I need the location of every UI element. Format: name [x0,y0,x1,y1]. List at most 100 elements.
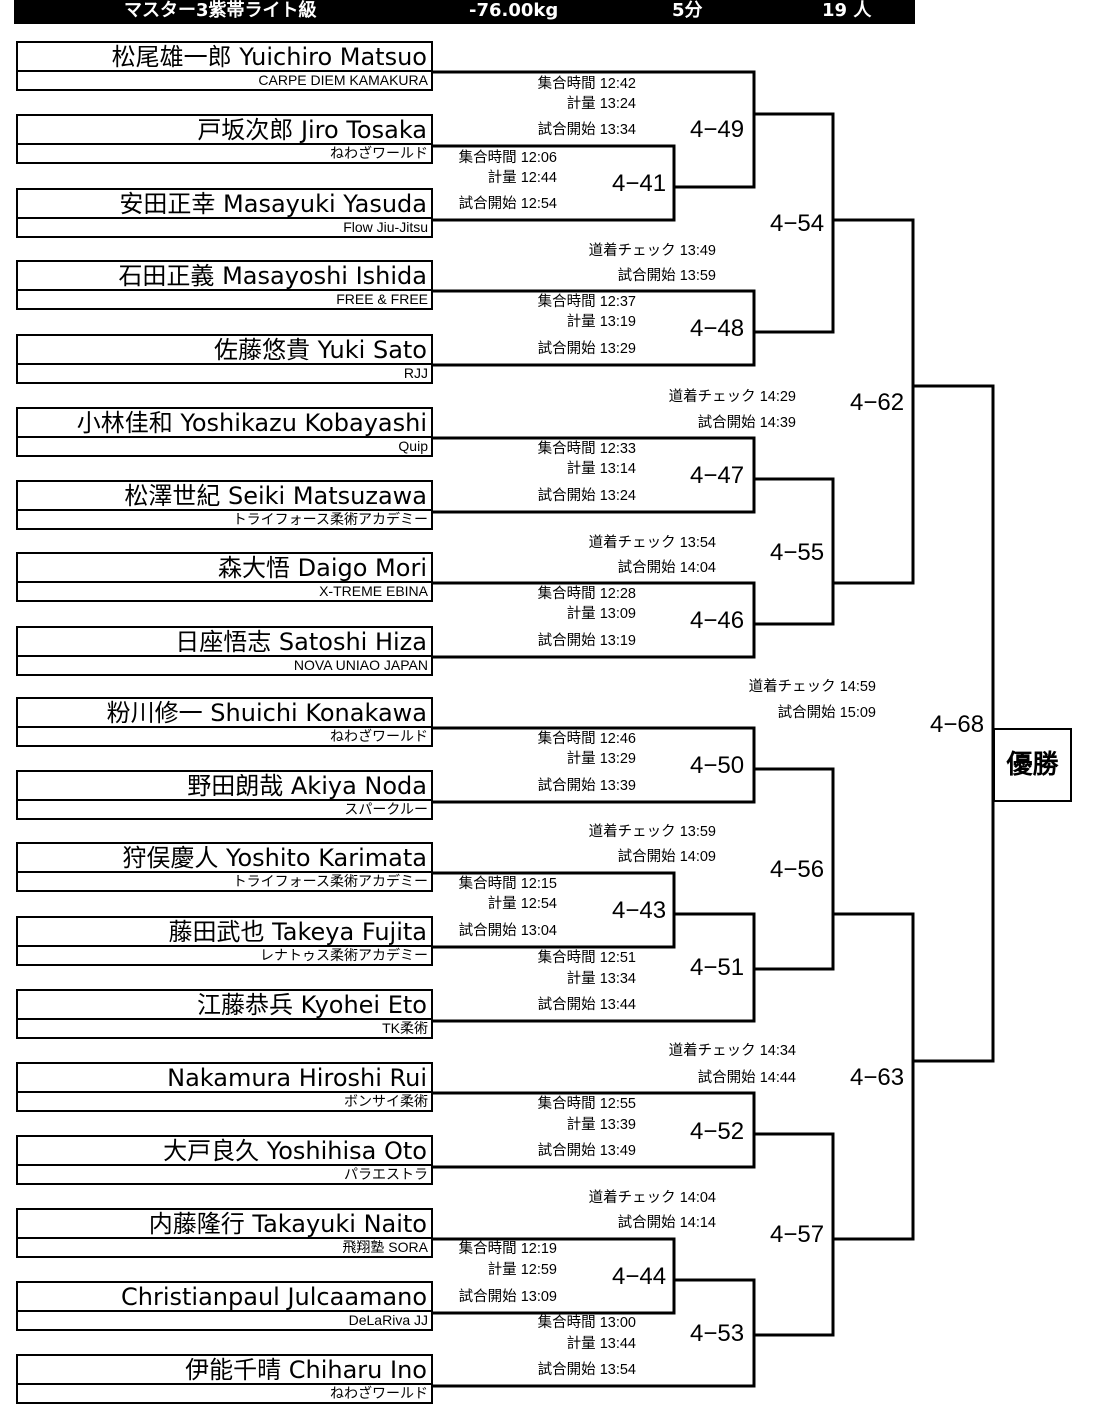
player-team: ねわざワールド [16,145,433,164]
schedule-gi-check: 道着チェック 13:59 [588,824,716,840]
bracket-4-44 [433,1237,676,1315]
player-name: Nakamura Hiroshi Rui [16,1062,433,1093]
schedule-gi-check: 道着チェック 13:49 [588,243,716,259]
bracket-4-48 [433,289,756,367]
schedule-gather: 集合時間 12:06 [458,150,557,166]
player-name: 大戸良久 Yoshihisa Oto [16,1135,433,1166]
schedule-gather: 集合時間 12:51 [537,950,636,966]
schedule-start: 試合開始 15:09 [777,705,876,721]
player-entry: 粉川修一 Shuichi Konakawa ねわざワールド [16,697,433,747]
match-label-4-63: 4−63 [850,1064,905,1091]
schedule-start: 試合開始 13:09 [458,1289,557,1305]
player-entry: 伊能千晴 Chiharu Ino ねわざワールド [16,1354,433,1404]
player-entry: 大戸良久 Yoshihisa Oto パラエストラ [16,1135,433,1185]
division-title: マスター3紫帯ライト級 [124,0,317,21]
player-team: RJJ [16,365,433,384]
bracket-4-49 [433,70,756,189]
player-entry: 狩俣慶人 Yoshito Karimata トライフォース柔術アカデミー [16,842,433,892]
match-label-4-62: 4−62 [850,389,905,416]
schedule-start: 試合開始 13:44 [537,997,636,1013]
player-entry: 松尾雄一郎 Yuichiro Matsuo CARPE DIEM KAMAKUR… [16,41,433,91]
bracket-4-52 [433,1091,756,1169]
schedule-gather: 集合時間 12:33 [537,441,636,457]
bracket-4-46 [433,581,756,659]
player-team: トライフォース柔術アカデミー [16,873,433,892]
player-team: Quip [16,438,433,457]
player-name: 狩俣慶人 Yoshito Karimata [16,842,433,873]
schedule-weighin: 計量 13:34 [566,971,636,987]
schedule-weighin: 計量 13:09 [566,606,636,622]
schedule-start: 試合開始 13:19 [537,633,636,649]
schedule-start: 試合開始 13:39 [537,778,636,794]
bracket-4-55 [754,477,835,626]
schedule-start: 試合開始 14:09 [617,849,716,865]
bracket-4-43 [433,871,676,949]
player-team: ねわざワールド [16,1385,433,1404]
schedule-gather: 集合時間 13:00 [537,1315,636,1331]
schedule-gi-check: 道着チェック 14:29 [668,389,796,405]
player-name: 江藤恭兵 Kyohei Eto [16,989,433,1020]
match-label-4-57: 4−57 [770,1221,825,1248]
schedule-start: 試合開始 13:24 [537,488,636,504]
player-team: ねわざワールド [16,728,433,747]
schedule-start: 試合開始 13:29 [537,341,636,357]
schedule-gi-check: 道着チェック 13:54 [588,535,716,551]
schedule-start: 試合開始 14:14 [617,1215,716,1231]
player-entry: 松澤世紀 Seiki Matsuzawa トライフォース柔術アカデミー [16,480,433,530]
schedule-start: 試合開始 13:59 [617,268,716,284]
schedule-gather: 集合時間 12:46 [537,731,636,747]
match-label-4-43: 4−43 [612,897,667,924]
schedule-weighin: 計量 13:44 [566,1336,636,1352]
match-time: 5分 [672,0,703,21]
player-team: ボンサイ柔術 [16,1093,433,1112]
match-label-4-53: 4−53 [690,1320,745,1347]
schedule-weighin: 計量 13:29 [566,751,636,767]
player-team: NOVA UNIAO JAPAN [16,657,433,676]
match-label-4-51: 4−51 [690,954,745,981]
player-team: DeLaRiva JJ [16,1312,433,1331]
player-team: レナトゥス柔術アカデミー [16,947,433,966]
player-team: CARPE DIEM KAMAKURA [16,72,433,91]
schedule-gather: 集合時間 12:28 [537,586,636,602]
schedule-gather: 集合時間 12:55 [537,1096,636,1112]
match-label-4-55: 4−55 [770,539,825,566]
match-label-4-56: 4−56 [770,856,825,883]
schedule-weighin: 計量 12:59 [487,1262,557,1278]
schedule-gather: 集合時間 12:15 [458,876,557,892]
match-label-4-49: 4−49 [690,116,745,143]
schedule-start: 試合開始 14:39 [697,415,796,431]
player-entry: Nakamura Hiroshi Rui ボンサイ柔術 [16,1062,433,1112]
division-header: マスター3紫帯ライト級 -76.00kg 5分 19 人 [14,0,915,24]
schedule-weighin: 計量 13:24 [566,96,636,112]
player-entry: 江藤恭兵 Kyohei Eto TK柔術 [16,989,433,1039]
schedule-start: 試合開始 12:54 [458,196,557,212]
player-entry: 戸坂次郎 Jiro Tosaka ねわざワールド [16,114,433,164]
player-team: スパークルー [16,801,433,820]
weight-limit: -76.00kg [469,0,559,21]
bracket-4-53 [433,1278,756,1388]
bracket-4-63 [833,912,915,1241]
player-name: 伊能千晴 Chiharu Ino [16,1354,433,1385]
bracket-4-68 [913,384,995,1063]
player-team: FREE & FREE [16,291,433,310]
player-name: 安田正幸 Masayuki Yasuda [16,188,433,219]
schedule-gather: 集合時間 12:42 [537,76,636,92]
player-entry: 小林佳和 Yoshikazu Kobayashi Quip [16,407,433,457]
schedule-weighin: 計量 13:19 [566,314,636,330]
player-team: Flow Jiu-Jitsu [16,219,433,238]
player-entry: 佐藤悠貴 Yuki Sato RJJ [16,334,433,384]
player-name: 松澤世紀 Seiki Matsuzawa [16,480,433,511]
schedule-start: 試合開始 14:04 [617,560,716,576]
match-label-4-47: 4−47 [690,462,745,489]
bracket-4-62 [833,218,915,585]
schedule-gi-check: 道着チェック 14:04 [588,1190,716,1206]
player-name: 内藤隆行 Takayuki Naito [16,1208,433,1239]
player-name: 野田朗哉 Akiya Noda [16,770,433,801]
player-name: Christianpaul Julcaamano [16,1281,433,1312]
schedule-weighin: 計量 13:14 [566,461,636,477]
player-name: 戸坂次郎 Jiro Tosaka [16,114,433,145]
match-label-4-44: 4−44 [612,1263,667,1290]
schedule-start: 試合開始 14:44 [697,1070,796,1086]
bracket-4-50 [433,726,756,804]
